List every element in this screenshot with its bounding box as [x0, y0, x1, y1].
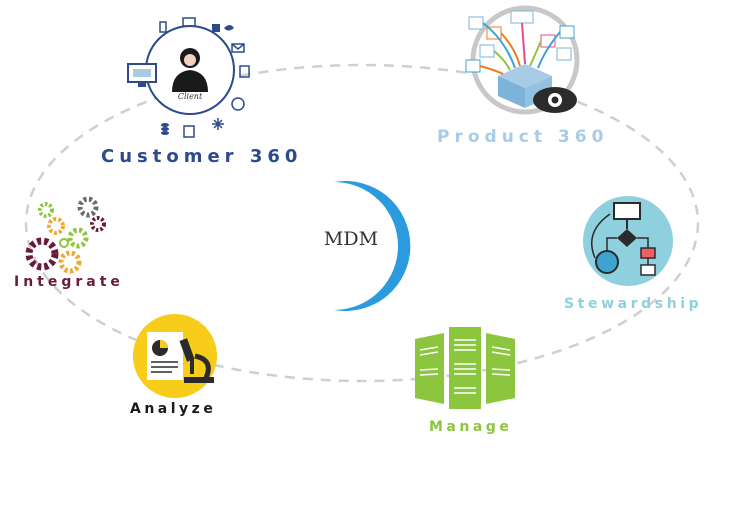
twitter-icon — [224, 25, 234, 31]
manage-node — [415, 327, 515, 409]
laptop-icon — [182, 17, 196, 27]
product-node — [465, 5, 580, 115]
product-360-label: Product 360 — [437, 127, 609, 147]
document-icon — [239, 65, 250, 78]
integrate-label: Integrate — [14, 274, 124, 290]
pie-chart-icon — [152, 340, 168, 356]
analyze-label: Analyze — [130, 401, 217, 417]
stewardship-node — [583, 196, 673, 286]
email-icon — [231, 43, 245, 53]
gear-icon — [25, 237, 59, 271]
flowchart-icon — [591, 202, 656, 276]
server-icon — [415, 327, 515, 409]
orbit-ellipse — [24, 63, 700, 383]
eye-icon — [533, 87, 577, 113]
mdm-logo — [267, 172, 411, 311]
database-icon — [161, 123, 169, 135]
client-label: Client — [177, 92, 203, 101]
globe-icon — [231, 97, 245, 111]
mdm-label: MDM — [323, 228, 379, 250]
customer-node — [127, 17, 250, 138]
integrate-node — [25, 196, 106, 274]
stewardship-label: Stewardship — [564, 296, 703, 312]
microscope-icon — [179, 338, 214, 383]
phone-icon — [159, 21, 167, 33]
snowflake-icon — [212, 118, 224, 130]
person-icon — [172, 48, 208, 92]
manage-label: Manage — [429, 419, 513, 435]
analyze-node — [133, 314, 217, 398]
customer-360-label: Customer 360 — [101, 146, 303, 167]
report-icon — [147, 332, 183, 380]
monitor-icon — [127, 63, 157, 87]
facebook-icon — [212, 24, 220, 32]
id-card-icon — [183, 125, 195, 138]
